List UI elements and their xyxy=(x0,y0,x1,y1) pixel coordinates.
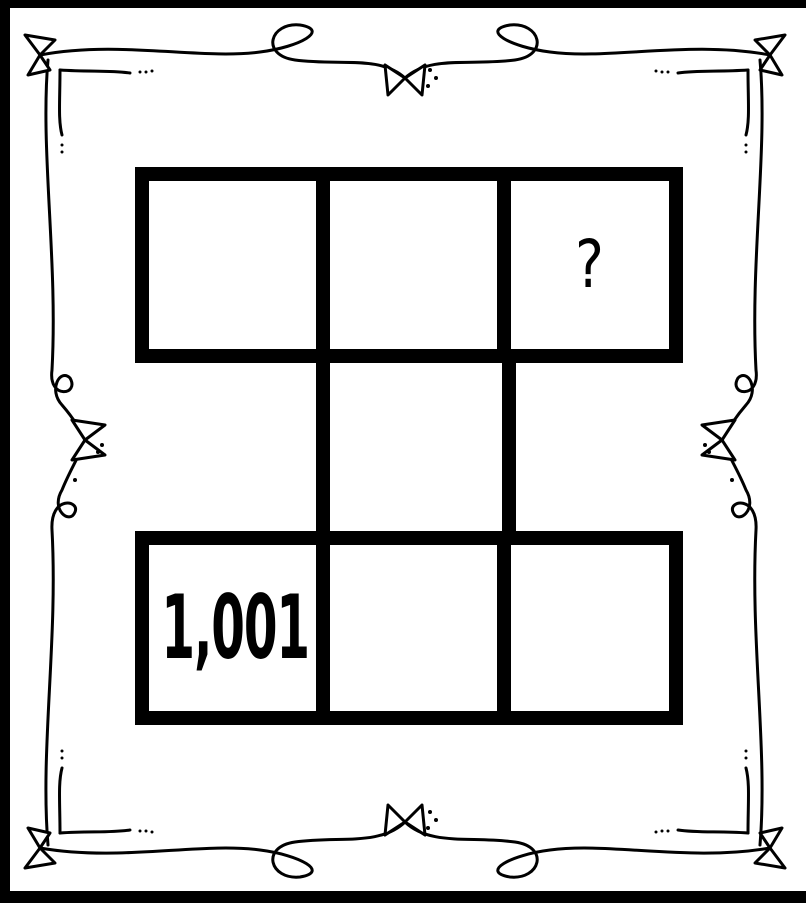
cell-top-left xyxy=(135,167,335,363)
cell-top-middle xyxy=(316,167,516,363)
cell-top-right: ? xyxy=(497,167,683,363)
cell-bottom-right xyxy=(497,531,683,725)
cell-top-right-value: ? xyxy=(576,232,605,298)
cell-middle xyxy=(316,349,516,545)
cell-bottom-middle xyxy=(316,531,516,725)
cell-bottom-left-value: 1,001 xyxy=(161,584,309,672)
cell-bottom-left: 1,001 xyxy=(135,531,335,725)
